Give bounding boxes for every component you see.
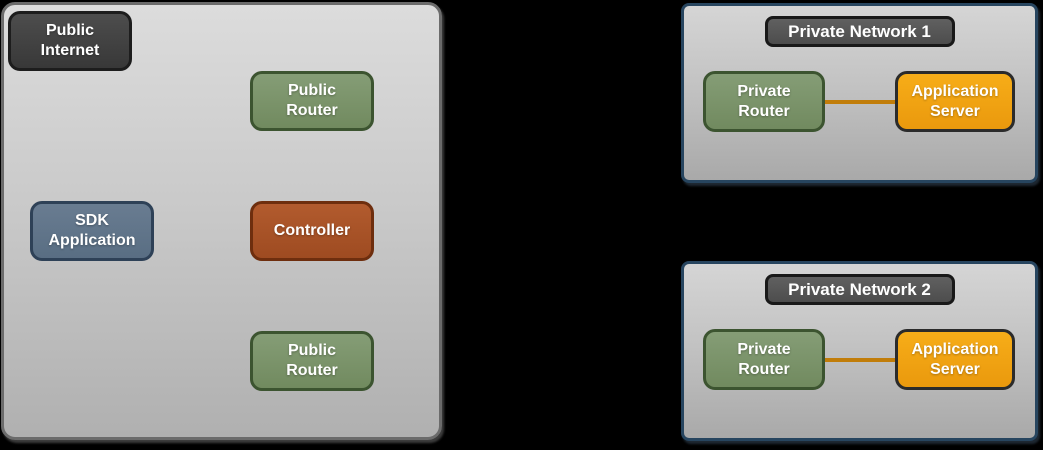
private-router-node-1: Private Router (703, 71, 825, 132)
public-router-node-top: Public Router (250, 71, 374, 131)
router-server-link (823, 358, 896, 362)
private-network-2-title: Private Network 2 (764, 274, 955, 305)
router-server-link (823, 100, 896, 104)
private-network-1-title-row: Private Network 1 (684, 16, 1035, 47)
application-server-node-1: Application Server (895, 71, 1015, 132)
private-network-2-title-row: Private Network 2 (684, 274, 1035, 305)
public-router-node-bottom: Public Router (250, 331, 374, 391)
controller-node: Controller (250, 201, 374, 261)
public-internet-node: Public Internet (8, 11, 132, 71)
public-internet-zone-panel: Public Internet Public Router SDK Applic… (1, 2, 442, 440)
private-network-1-title: Private Network 1 (764, 16, 955, 47)
private-router-node-2: Private Router (703, 329, 825, 390)
sdk-application-node: SDK Application (30, 201, 154, 261)
application-server-node-2: Application Server (895, 329, 1015, 390)
private-network-2-panel: Private Network 2 Private Router Applica… (681, 261, 1038, 441)
private-network-1-panel: Private Network 1 Private Router Applica… (681, 3, 1038, 183)
